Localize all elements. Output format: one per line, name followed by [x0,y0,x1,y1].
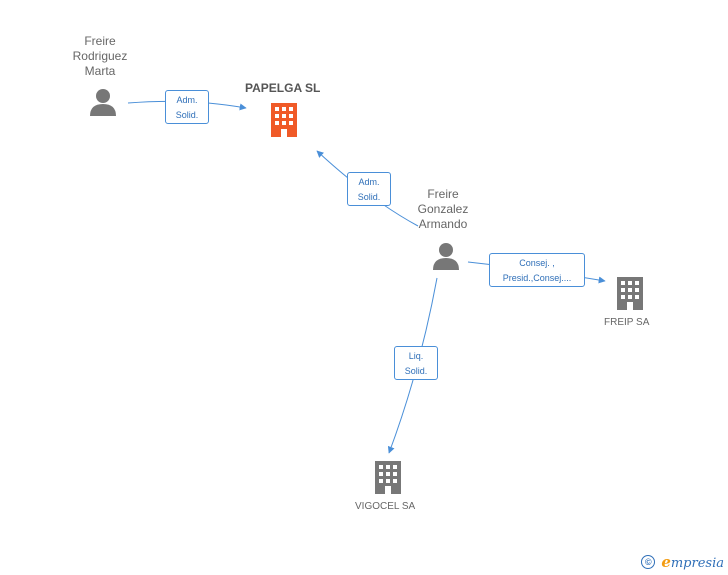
building-icon-highlight[interactable] [268,101,300,137]
person-label-freire-rodriguez-marta: Freire Rodriguez Marta [60,34,140,79]
edge-label-line: Solid. [404,366,428,376]
edge-label-adm-solid: Adm. Solid. [165,90,209,124]
name-line: Freire [84,34,116,48]
edge-label-line: Solid. [175,110,199,120]
name-line: Freire [427,187,459,201]
name-line: Marta [84,64,116,78]
edge-label-line: Consej. , [519,258,555,268]
empresia-logo[interactable]: empresia [661,553,724,571]
edge-label-line: Adm. [176,95,198,105]
edge-label-consej-presid: Consej. , Presid.,Consej.... [489,253,585,287]
name-line: Rodriguez [72,49,128,63]
edge-label-liq-solid: Liq. Solid. [394,346,438,380]
person-label-freire-gonzalez-armando: Freire Gonzalez Armando [403,187,483,232]
name-line: Gonzalez [417,202,469,216]
brand-rest: mpresia [670,556,724,571]
person-icon[interactable] [88,88,118,116]
building-icon[interactable] [372,460,404,494]
edge-label-adm-solid: Adm. Solid. [347,172,391,206]
edge-label-line: Liq. [408,351,424,361]
edge-label-line: Presid.,Consej.... [502,273,572,283]
company-name-freip-sa[interactable]: FREIP SA [604,317,650,328]
person-icon[interactable] [431,242,461,270]
brand-initial: e [661,553,671,571]
footer-branding: © empresia [641,553,724,571]
company-name-papelga-sl[interactable]: PAPELGA SL [245,81,321,95]
edge-label-line: Adm. [358,177,380,187]
company-name-vigocel-sa[interactable]: VIGOCEL SA [355,501,416,512]
copyright-icon: © [641,555,656,569]
building-icon[interactable] [614,276,646,310]
edge-label-line: Solid. [357,192,381,202]
name-line: Armando [418,217,468,231]
